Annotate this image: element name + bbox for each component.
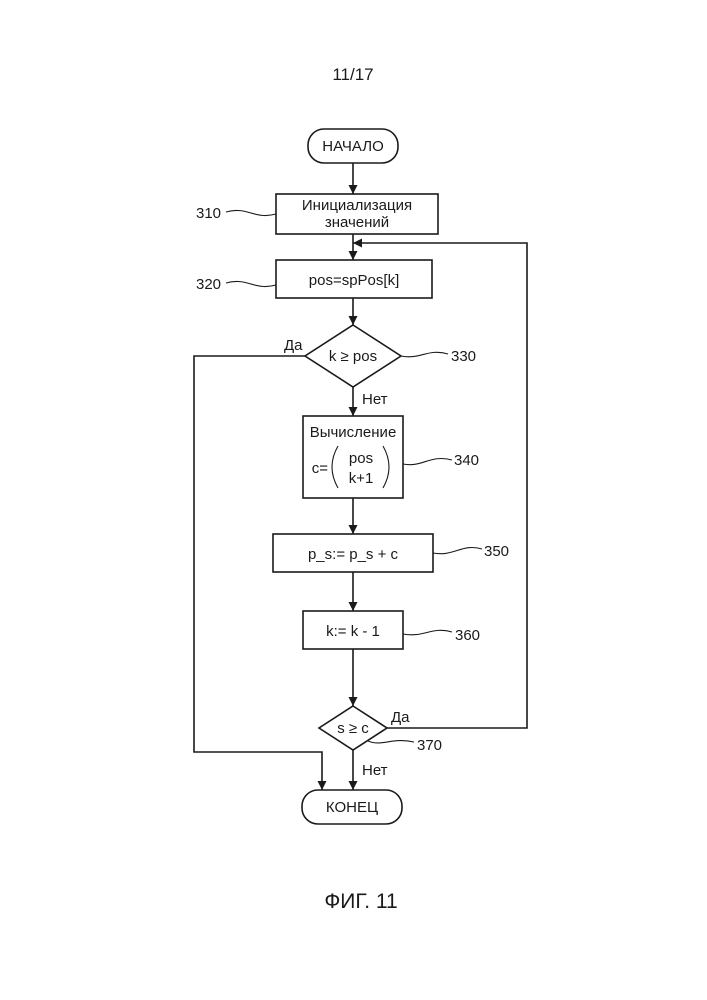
cond2-yes-label: Да [391, 709, 410, 726]
ref-350: 350 [484, 543, 509, 560]
cond1-yes-label: Да [284, 337, 303, 354]
leader-310 [226, 210, 276, 215]
decrement-label: k:= k - 1 [326, 623, 380, 640]
ref-370: 370 [417, 737, 442, 754]
calc-title: Вычисление [310, 424, 397, 441]
leader-370 [368, 741, 414, 743]
ref-340: 340 [454, 452, 479, 469]
start-terminal: НАЧАЛО [308, 129, 398, 163]
leader-340 [403, 458, 452, 464]
cond1-no-label: Нет [362, 391, 388, 408]
decision-s-c-label: s ≥ c [337, 720, 369, 737]
leader-330 [401, 352, 448, 357]
start-label: НАЧАЛО [322, 138, 384, 155]
ref-320: 320 [196, 276, 221, 293]
leader-320 [226, 281, 276, 286]
sum-process-box: p_s:= p_s + c [273, 534, 433, 572]
calc-binom-bottom: k+1 [349, 470, 374, 487]
decision-k-pos-label: k ≥ pos [329, 348, 377, 365]
leader-360 [403, 630, 452, 635]
decrement-process-box: k:= k - 1 [303, 611, 403, 649]
figure-caption: ФИГ. 11 [324, 890, 397, 913]
ref-330: 330 [451, 348, 476, 365]
leader-350 [433, 547, 482, 553]
init-process-box: Инициализация значений [276, 194, 438, 234]
pos-process-box: pos=spPos[k] [276, 260, 432, 298]
pos-label: pos=spPos[k] [309, 272, 399, 289]
ref-360: 360 [455, 627, 480, 644]
end-label: КОНЕЦ [326, 799, 378, 816]
cond2-no-label: Нет [362, 762, 388, 779]
sum-label: p_s:= p_s + c [308, 546, 399, 563]
decision-k-pos: k ≥ pos [305, 325, 401, 387]
calc-process-box: Вычисление c= pos k+1 [303, 416, 403, 498]
calc-binom-top: pos [349, 450, 373, 467]
page-number: 11/17 [332, 65, 373, 84]
end-terminal: КОНЕЦ [302, 790, 402, 824]
init-label-line2: значений [325, 214, 389, 231]
calc-lhs: c= [312, 460, 329, 477]
init-label-line1: Инициализация [302, 197, 412, 214]
ref-310: 310 [196, 205, 221, 222]
